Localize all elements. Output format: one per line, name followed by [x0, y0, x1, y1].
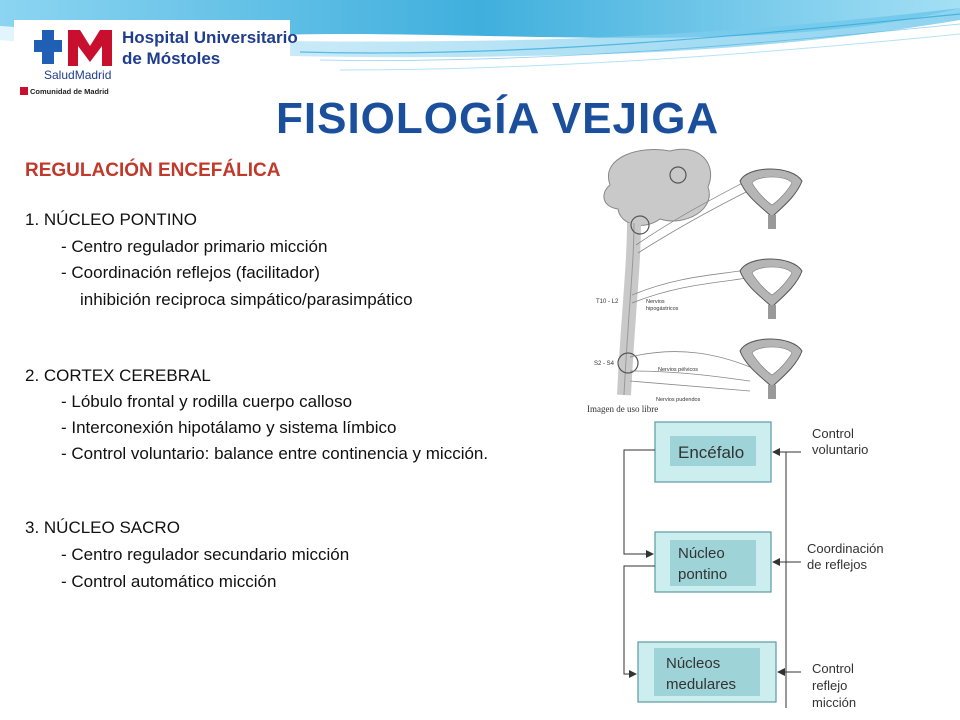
label-control-voluntario-2: voluntario [812, 442, 868, 457]
hospital-logo [14, 20, 290, 102]
list-item: inhibición reciproca simpático/parasimpá… [80, 290, 413, 309]
box-nucleo-label-2: pontino [678, 566, 727, 583]
label-coordinacion-2: de reflejos [807, 557, 867, 572]
bladder-innervation-illustration: T10 - L2 Nervios hipogástricos S2 - S4 N… [594, 148, 803, 403]
box-nucleo-pontino: Núcleo pontino [654, 531, 772, 593]
label-control-voluntario-1: Control [812, 426, 854, 441]
image-credit: Imagen de uso libre [587, 404, 659, 414]
box-medulares-label-1: Núcleos [666, 655, 720, 672]
comunidad-label: Comunidad de Madrid [30, 87, 109, 96]
list-item: - Coordinación reflejos (facilitador) [61, 263, 320, 282]
label-control-reflejo-1: Control [812, 661, 854, 676]
list-item: - Control automático micción [61, 572, 277, 591]
heading-nucleo-sacro: 3. NÚCLEO SACRO [25, 518, 180, 537]
box-nucleo-label-1: Núcleo [678, 545, 725, 562]
page-title: FISIOLOGÍA VEJIGA [276, 94, 720, 143]
box-nucleos-medulares: Núcleos medulares [637, 641, 777, 703]
salud-madrid-label: SaludMadrid [44, 68, 112, 82]
label-pelvicos: Nervios pélvicos [658, 367, 698, 373]
hospital-name-line1: Hospital Universitario [122, 28, 298, 47]
box-medulares-label-2: medulares [666, 676, 736, 693]
label-coordinacion-1: Coordinación [807, 541, 884, 556]
label-control-reflejo-3: micción [812, 695, 856, 710]
heading-cortex-cerebral: 2. CORTEX CEREBRAL [25, 366, 211, 385]
list-item: - Interconexión hipotálamo y sistema lím… [61, 418, 397, 437]
box-encefalo: Encéfalo [654, 421, 772, 483]
section-title: REGULACIÓN ENCEFÁLICA [25, 160, 281, 181]
list-item: - Lóbulo frontal y rodilla cuerpo callos… [61, 392, 353, 411]
label-pudendos: Nervios pudendos [656, 397, 701, 403]
list-item: - Centro regulador primario micción [61, 237, 328, 256]
label-t10: T10 - L2 [596, 299, 619, 305]
list-item: - Control voluntario: balance entre cont… [61, 444, 489, 463]
label-hipogastricos-2: hipogástricos [646, 306, 679, 312]
label-s2: S2 - S4 [594, 361, 615, 367]
control-flowchart: Encéfalo Núcleo pontino Núcleos medulare… [623, 421, 884, 710]
label-control-reflejo-2: reflejo [812, 678, 847, 693]
comunidad-flag-icon [20, 87, 28, 95]
list-item: - Centro regulador secundario micción [61, 545, 350, 564]
madrid-health-logo-icon [34, 30, 112, 66]
label-hipogastricos-1: Nervios [646, 299, 665, 305]
hospital-name-line2: de Móstoles [122, 49, 221, 68]
box-encefalo-label: Encéfalo [678, 443, 744, 462]
heading-nucleo-pontino: 1. NÚCLEO PONTINO [25, 210, 197, 229]
